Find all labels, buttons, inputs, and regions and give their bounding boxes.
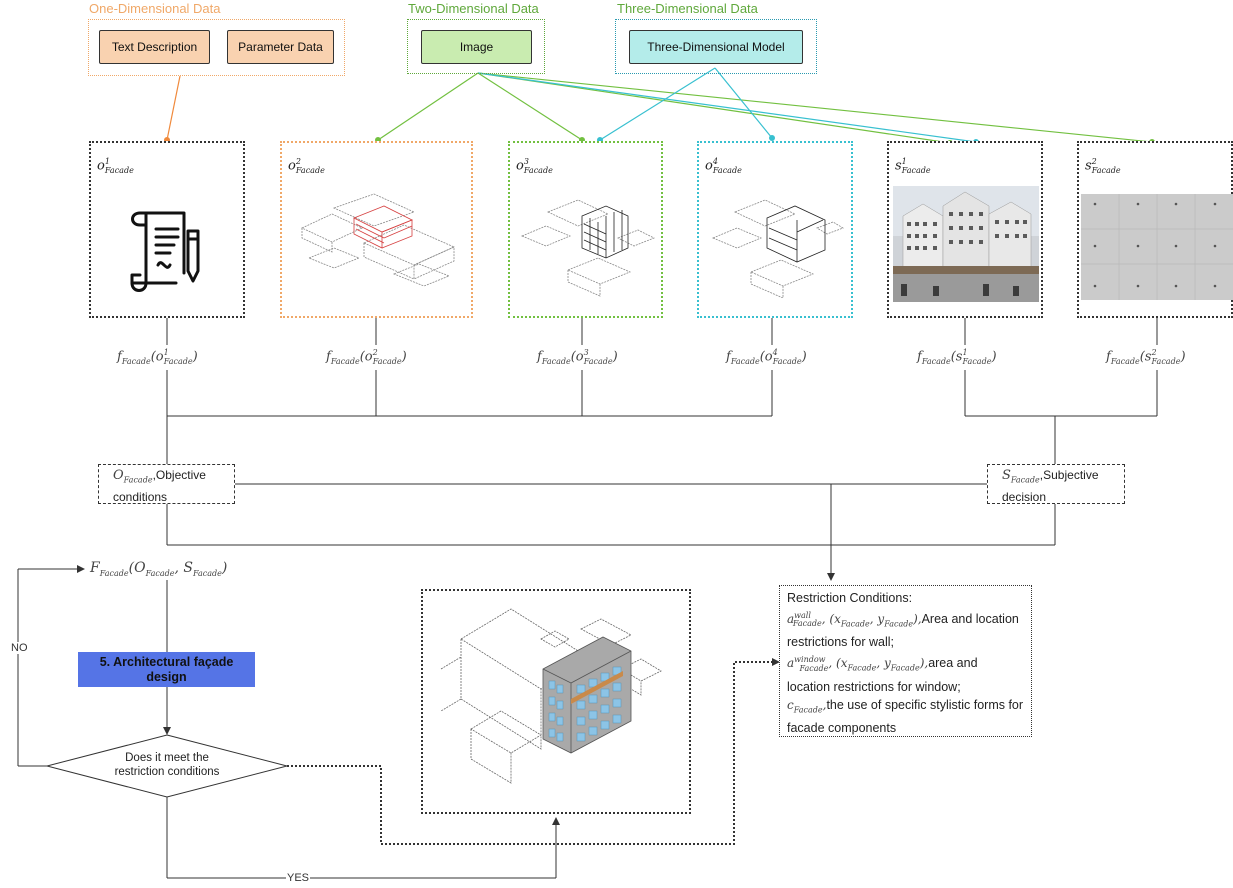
- image-button[interactable]: Image: [421, 30, 532, 64]
- building-photo: [893, 186, 1039, 302]
- function-label-o3: fFacade(o3Facade): [537, 348, 618, 366]
- decision-diamond[interactable]: [46, 734, 288, 798]
- design-box-label: 5. Architectural façade design: [99, 654, 234, 684]
- function-label-o1: fFacade(o1Facade): [117, 348, 198, 366]
- concrete-wall-texture: [1081, 194, 1233, 300]
- card-o1-symbol: o1Facade: [97, 157, 134, 175]
- three-dim-title: Three-Dimensional Data: [617, 1, 758, 16]
- subjective-decision-box: SFacade,Subjective decision: [987, 464, 1125, 504]
- no-label: NO: [10, 642, 29, 654]
- card-o2-symbol: o2Facade: [288, 157, 325, 175]
- building-massing-highlighted: [301, 193, 455, 287]
- restriction-style: cFacade,the use of specific stylistic fo…: [787, 697, 1024, 736]
- card-s2-symbol: s2Facade: [1085, 157, 1121, 175]
- document-scroll-icon: [130, 211, 200, 292]
- card-o1: o1Facade: [89, 141, 245, 318]
- building-massing-facade: [520, 199, 655, 297]
- wire-model-to-o4: [714, 67, 773, 139]
- result-model-frame: [421, 589, 691, 814]
- objective-conditions-box: OFacade,Objective conditions: [98, 464, 235, 504]
- restriction-window: awindowFacade, (xFacade, yFacade),area a…: [787, 655, 978, 694]
- card-o2: o2Facade: [280, 141, 473, 318]
- wire-image-to-s1: [477, 72, 951, 144]
- restriction-conditions-box: Restriction Conditions: awallFacade, (xF…: [779, 585, 1032, 737]
- wire-image-to-o2: [377, 72, 479, 141]
- card-s1: s1Facade: [887, 141, 1043, 318]
- function-label-s2: fFacade(s2Facade): [1106, 348, 1186, 366]
- decision-label: Does it meet the restriction conditions: [114, 752, 220, 778]
- restriction-title: Restriction Conditions:: [787, 591, 913, 605]
- two-dim-group: [407, 19, 545, 74]
- architectural-facade-design-box[interactable]: 5. Architectural façade design: [78, 652, 255, 687]
- function-label-s1: fFacade(s1Facade): [917, 348, 997, 366]
- three-dim-group: [615, 19, 817, 74]
- card-s1-symbol: s1Facade: [895, 157, 931, 175]
- card-s2: s2Facade: [1077, 141, 1233, 318]
- parameter-data-button[interactable]: Parameter Data: [227, 30, 334, 64]
- wire-image-to-s2: [477, 72, 1153, 143]
- one-dim-title: One-Dimensional Data: [89, 1, 221, 16]
- wire-model-to-o3: [599, 67, 716, 141]
- card-o3-symbol: o3Facade: [516, 157, 553, 175]
- main-function-label: FFacade(OFacade, SFacade): [90, 560, 228, 578]
- text-description-button[interactable]: Text Description: [99, 30, 210, 64]
- one-dim-group: [88, 19, 345, 76]
- two-dim-title: Two-Dimensional Data: [408, 1, 539, 16]
- result-building-model: [440, 608, 662, 784]
- building-massing-outline: [711, 199, 844, 298]
- wire-1d-to-o1: [166, 75, 181, 141]
- card-o3: o3Facade: [508, 141, 663, 318]
- function-label-o4: fFacade(o4Facade): [726, 348, 807, 366]
- card-o4: o4Facade: [697, 141, 853, 318]
- three-dimensional-model-button[interactable]: Three-Dimensional Model: [629, 30, 803, 64]
- card-o4-symbol: o4Facade: [705, 157, 742, 175]
- yes-label: YES: [286, 872, 311, 884]
- wire-image-to-s1-cyan: [477, 72, 977, 143]
- function-label-o2: fFacade(o2Facade): [326, 348, 407, 366]
- restriction-wall: awallFacade, (xFacade, yFacade),Area and…: [787, 611, 1019, 650]
- wire-image-to-o3: [477, 72, 583, 141]
